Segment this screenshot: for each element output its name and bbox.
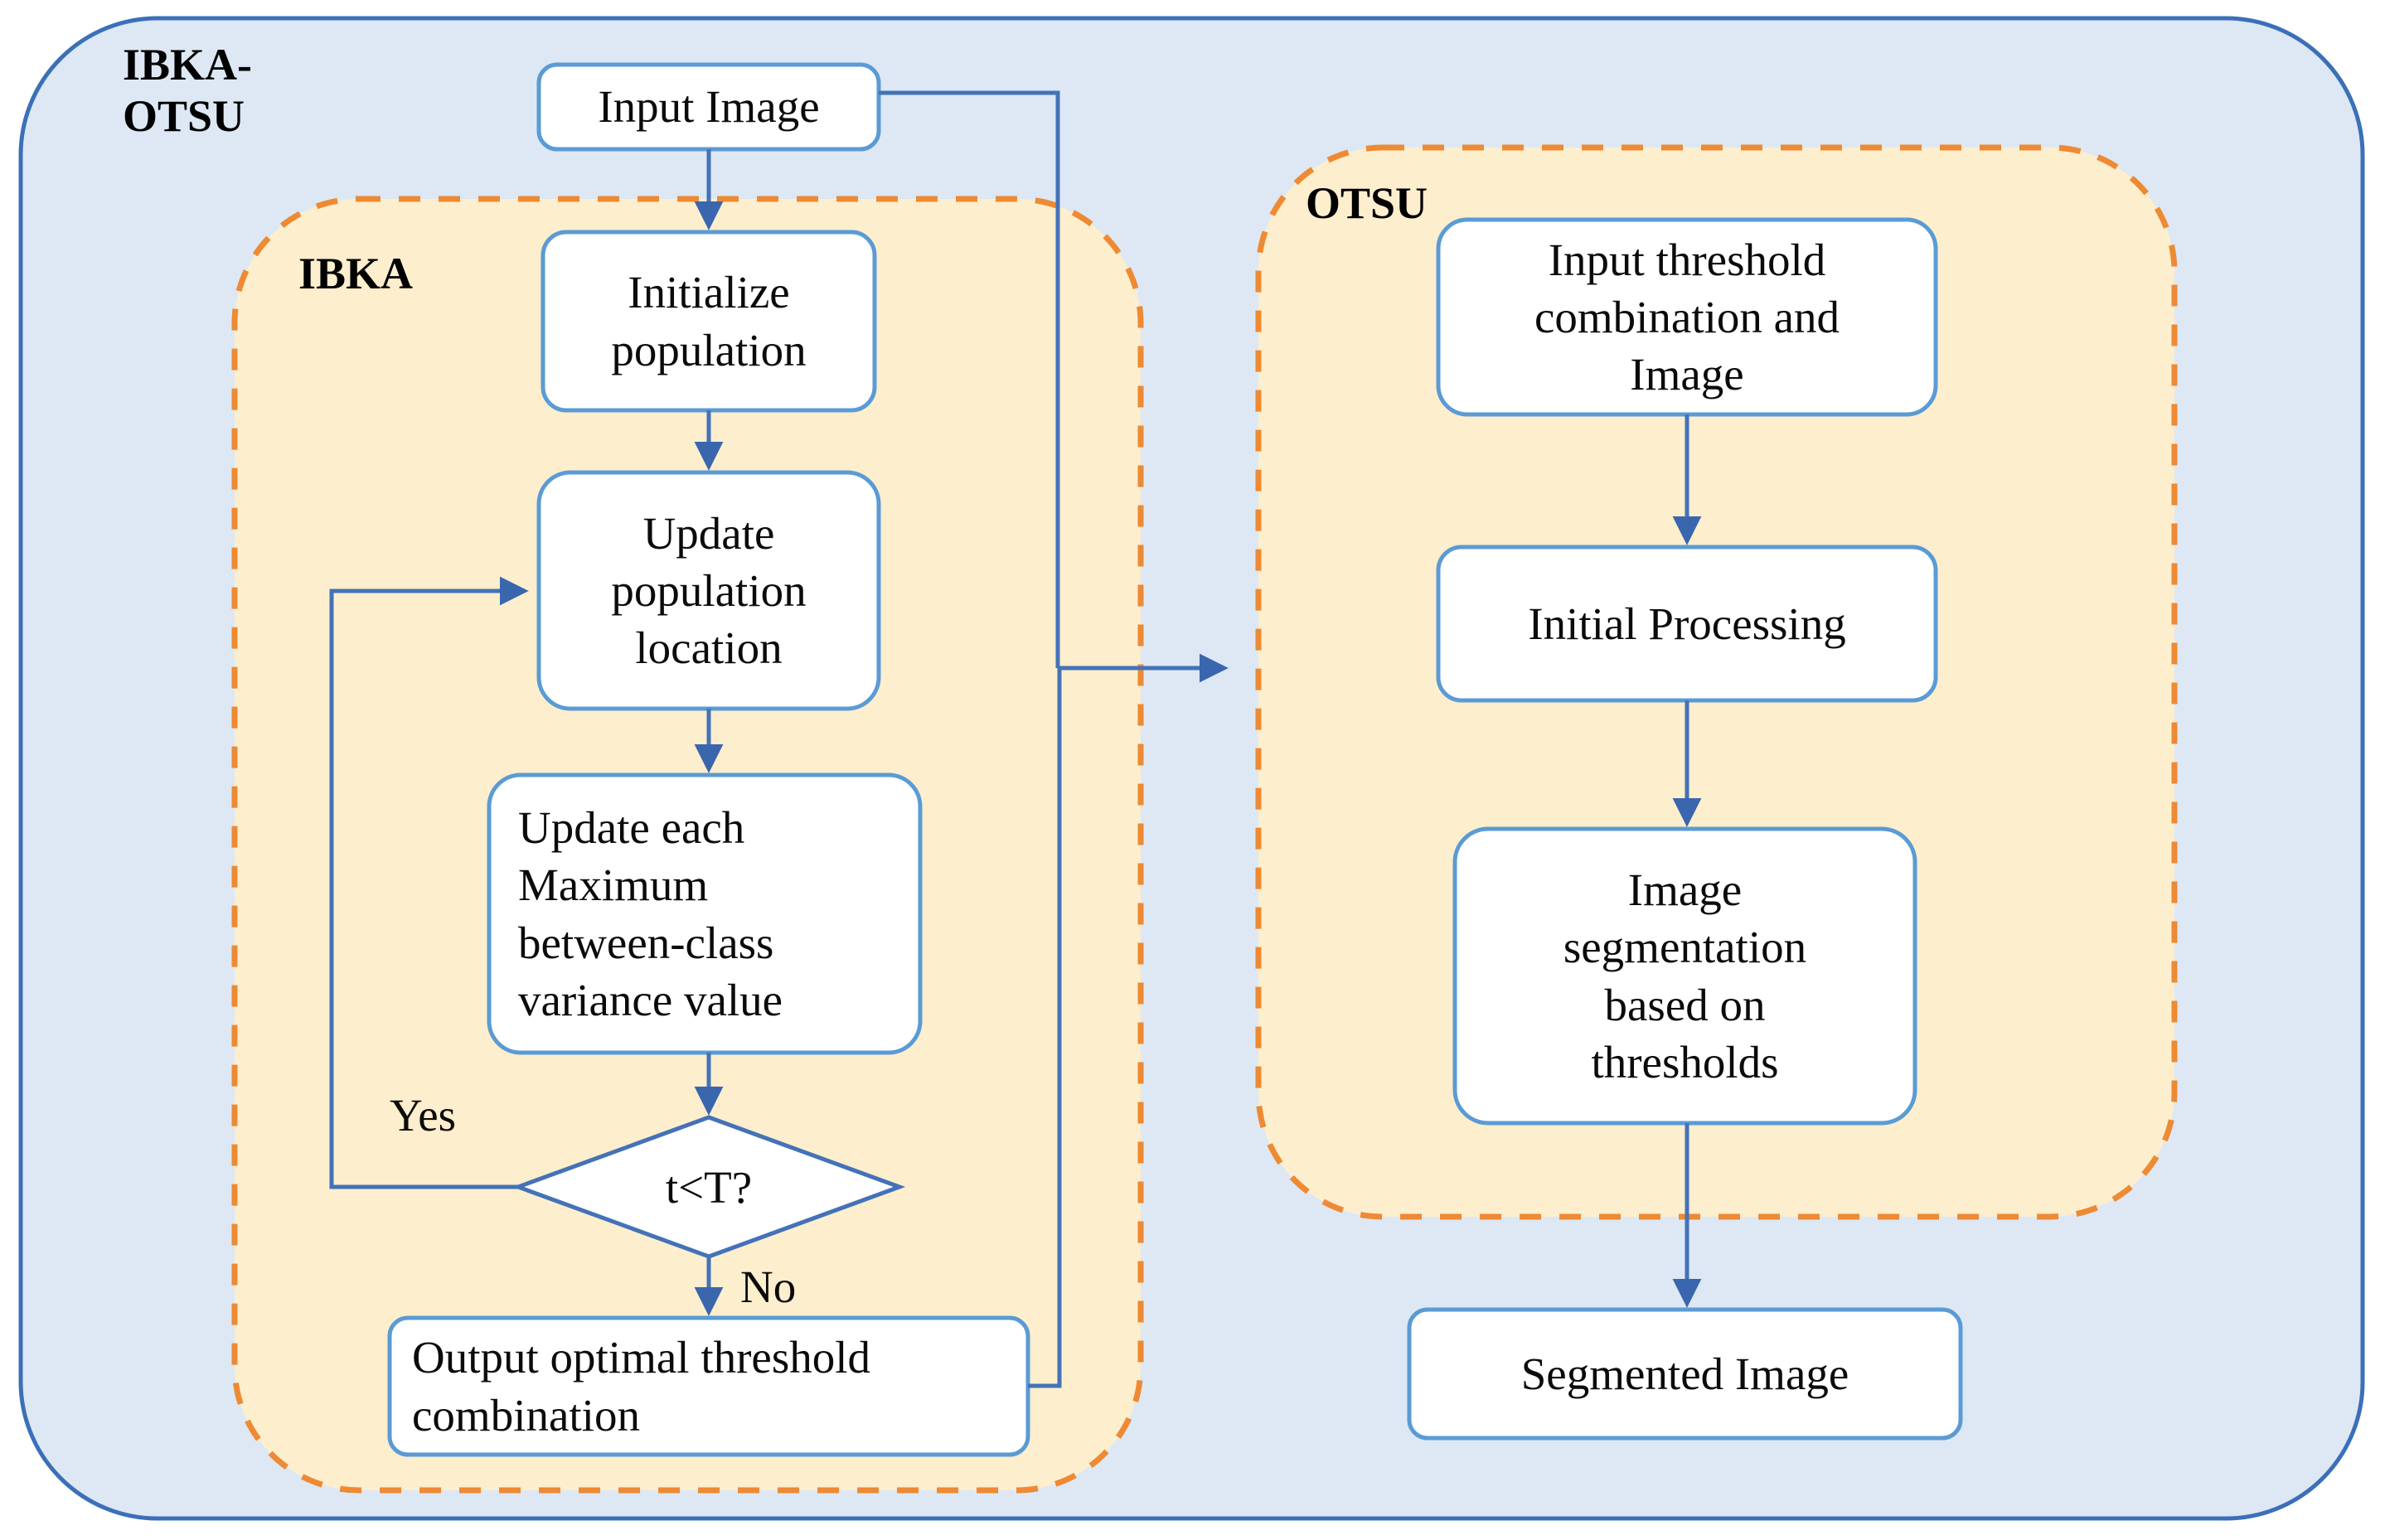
group-label-ibka: IBKA [298,249,414,298]
node-update-variance[interactable] [487,772,923,1055]
node-input-threshold-image[interactable] [1436,217,1938,417]
edge-label-no: No [740,1262,797,1312]
group-label-otsu: OTSU [1306,178,1428,228]
edge-decision-yes-loop [329,576,529,1189]
node-initialize-population[interactable] [541,230,877,413]
node-initial-processing[interactable] [1436,545,1938,703]
edge-label-yes: Yes [390,1090,457,1140]
group-label-ibka-otsu: IBKA- OTSU [123,40,253,141]
edge-output-threshold-to-otsu [1028,653,1229,1388]
node-image-segmentation[interactable] [1452,826,1917,1126]
node-input-image[interactable] [536,62,881,152]
node-segmented-image[interactable] [1407,1307,1963,1441]
node-update-population-location[interactable] [536,470,881,711]
edge-input-image-to-otsu [879,90,1060,668]
node-output-threshold[interactable] [387,1315,1030,1457]
